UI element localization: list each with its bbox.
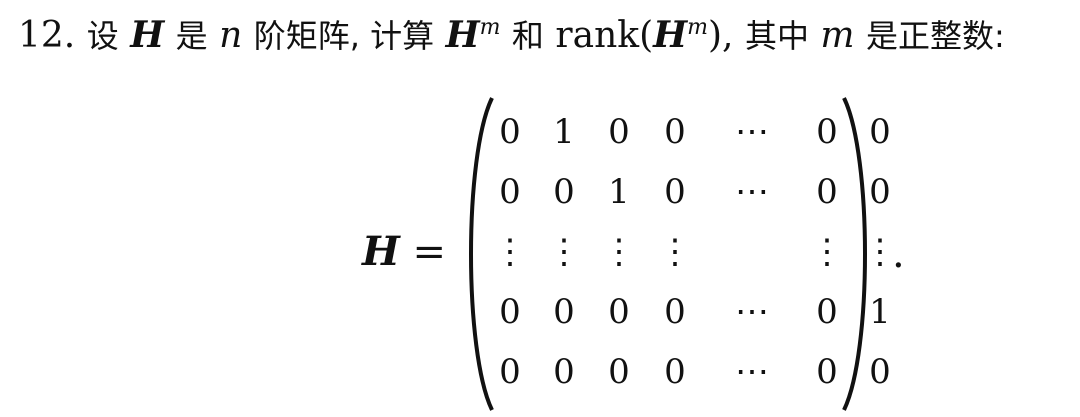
matrix-cell: 0 — [608, 292, 630, 332]
rank-matrix-h: H — [653, 14, 688, 56]
matrix-symbol-h: H — [130, 14, 165, 56]
matrix-cell: 0 — [869, 352, 891, 392]
matrix-cell: 0 — [553, 352, 575, 392]
matrix-cell: 0 — [499, 352, 521, 392]
problem-number: 12. — [18, 15, 76, 56]
matrix-cell: 0 — [869, 172, 891, 212]
matrix-cell: 1 — [608, 172, 630, 212]
matrix-cell: 0 — [608, 112, 630, 152]
lhs-matrix-h: H — [362, 228, 400, 275]
matrix-cell: 0 — [553, 292, 575, 332]
matrix-cell: ⋮ — [658, 232, 692, 272]
matrix-cell — [704, 222, 800, 282]
matrix-cell: 0 — [664, 292, 686, 332]
variable-m: m — [820, 15, 855, 56]
matrix-cell: ⋯ — [735, 292, 769, 332]
text-where: 其中 — [744, 17, 809, 55]
rank-exponent-m: m — [687, 15, 708, 40]
problem-statement: 12. 设 H 是 n 阶矩阵, 计算 Hm 和 rank(Hm), 其中 m … — [18, 12, 1005, 59]
matrix-cell: 0 — [664, 352, 686, 392]
text-order-matrix-compute: 阶矩阵, 计算 — [253, 17, 435, 55]
matrix-cell: 0 — [608, 352, 630, 392]
matrix-cell: ⋮ — [547, 232, 581, 272]
matrix-cell: ⋮ — [602, 232, 636, 272]
matrix-power-base: H — [445, 14, 480, 56]
matrix-cell: 0 — [499, 112, 521, 152]
matrix-cell: 1 — [553, 112, 575, 152]
right-paren-icon — [842, 97, 867, 411]
matrix-cell: 0 — [869, 112, 891, 152]
matrix-cell: ⋮ — [810, 232, 844, 272]
matrix-cell: ⋯ — [735, 352, 769, 392]
matrix-cell: 0 — [664, 172, 686, 212]
matrix-cell: ⋮ — [863, 232, 897, 272]
text-let: 设 — [86, 17, 119, 55]
matrix-cell: ⋮ — [493, 232, 527, 272]
matrix-cell: 1 — [869, 292, 891, 332]
rank-close: ), — [708, 15, 734, 56]
matrix-cell: 0 — [816, 292, 838, 332]
matrix-cell: ⋯ — [735, 172, 769, 212]
matrix-cell: ⋯ — [735, 112, 769, 152]
matrix-cell: 0 — [816, 172, 838, 212]
equals-sign: = — [412, 229, 447, 275]
text-and: 和 — [511, 17, 544, 55]
matrix-cell: 0 — [816, 112, 838, 152]
equation-lhs: H = — [362, 226, 446, 278]
variable-n: n — [219, 15, 243, 56]
matrix-cell: 0 — [499, 292, 521, 332]
text-is: 是 — [175, 17, 208, 55]
matrix-cell: 0 — [816, 352, 838, 392]
matrix-cell: 0 — [499, 172, 521, 212]
left-paren-icon — [469, 97, 494, 411]
matrix-cell: 0 — [664, 112, 686, 152]
power-exponent-m: m — [479, 15, 501, 40]
equation-period: . — [892, 231, 905, 277]
rank-function: rank( — [555, 15, 654, 56]
text-positive-integer: 是正整数: — [866, 17, 1005, 55]
matrix-cell: 0 — [553, 172, 575, 212]
